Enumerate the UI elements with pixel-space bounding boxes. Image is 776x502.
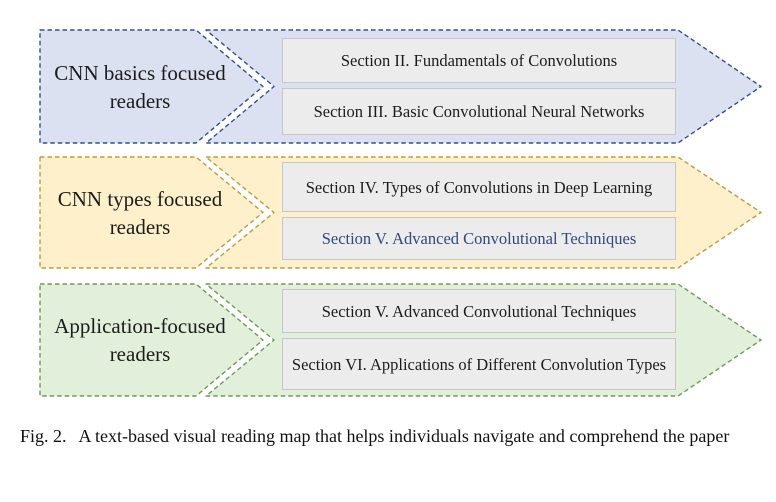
figure-caption-text: A text-based visual reading map that hel…	[78, 426, 730, 446]
section-box-v-link-text: Section V. Advanced Convolutional Techni…	[321, 229, 637, 248]
audience-label-row2-text: CNN types focused readers	[57, 186, 223, 239]
section-box-iv-text: Section IV. Types of Convolutions in Dee…	[305, 177, 653, 197]
audience-arrow-row3	[39, 283, 264, 397]
audience-label-row2: CNN types focused readers	[40, 157, 240, 268]
section-box-ii-text: Section II. Fundamentals of Convolutions	[340, 51, 618, 70]
section-box-iii: Section III. Basic Convolutional Neural …	[282, 88, 676, 135]
section-box-v: Section V. Advanced Convolutional Techni…	[282, 289, 676, 333]
audience-label-row3-text: Application-focused readers	[54, 314, 226, 366]
audience-label-row1-text: CNN basics focused readers	[54, 60, 226, 113]
section-box-vi: Section VI. Applications of Different Co…	[282, 338, 676, 390]
audience-arrow-row2	[39, 156, 264, 269]
section-box-ii: Section II. Fundamentals of Convolutions	[282, 38, 676, 83]
section-box-vi-text: Section VI. Applications of Different Co…	[291, 354, 667, 374]
audience-label-row3: Application-focused readers	[40, 284, 240, 396]
section-box-v-text: Section V. Advanced Convolutional Techni…	[321, 301, 637, 321]
audience-arrow-row1	[39, 29, 264, 144]
figure-caption-label: Fig. 2.	[20, 426, 67, 446]
section-box-iii-text: Section III. Basic Convolutional Neural …	[313, 102, 645, 121]
section-box-v-link: Section V. Advanced Convolutional Techni…	[282, 217, 676, 260]
section-box-iv: Section IV. Types of Convolutions in Dee…	[282, 162, 676, 212]
audience-label-row1: CNN basics focused readers	[40, 30, 240, 143]
figure-caption: Fig. 2. A text-based visual reading map t…	[20, 424, 757, 448]
